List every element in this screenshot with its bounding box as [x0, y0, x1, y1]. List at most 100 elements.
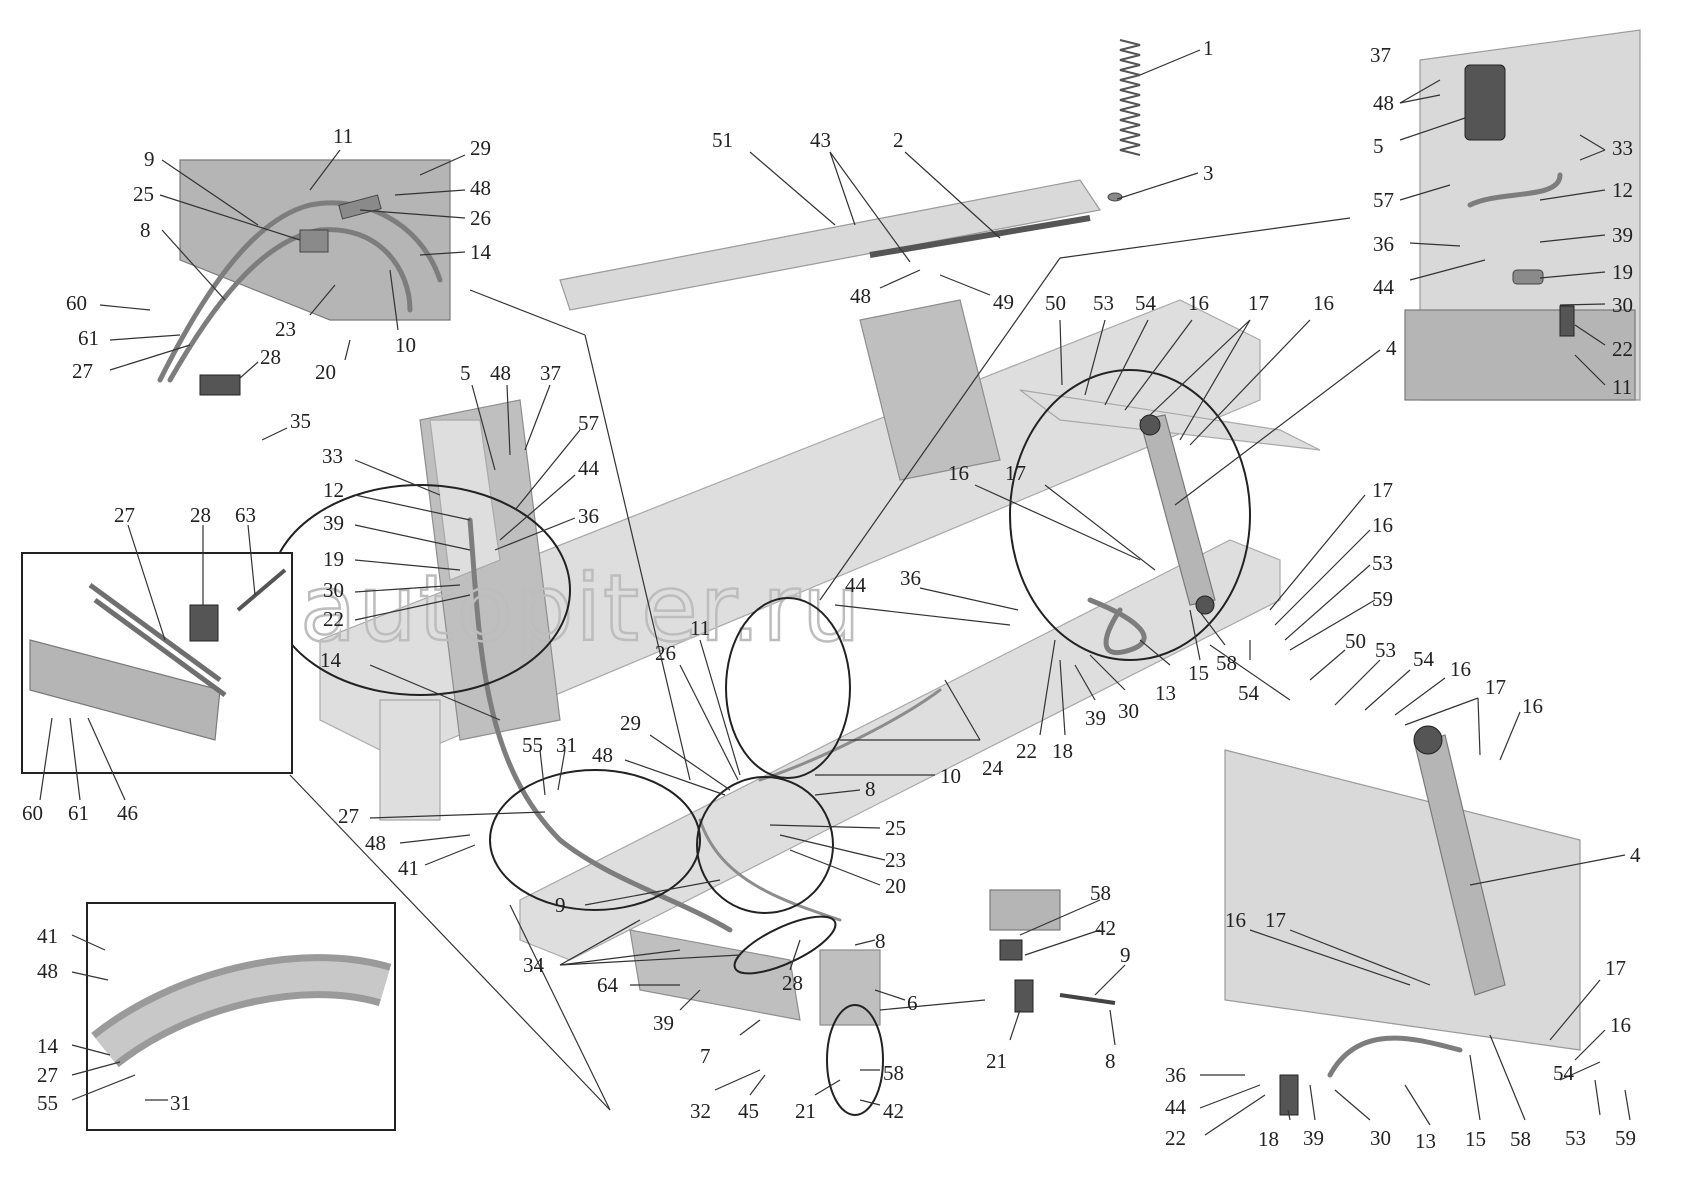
main-hoses: [467, 517, 1147, 933]
inset-rail-top-right: [1404, 309, 1636, 401]
callout-63: 63: [235, 503, 256, 527]
callout-61: 61: [68, 801, 89, 825]
callout-8: 8: [1105, 1049, 1116, 1073]
hydraulic-hose-return: [698, 818, 842, 922]
callout-14: 14: [37, 1034, 59, 1058]
inset-hose-a: [157, 200, 443, 383]
callout-17: 17: [1248, 291, 1269, 315]
hinge-bracket: [429, 419, 501, 581]
callout-43: 43: [810, 128, 831, 152]
callout-64: 64: [597, 973, 619, 997]
callout-12: 12: [323, 478, 344, 502]
callout-46: 46: [117, 801, 138, 825]
callout-23: 23: [275, 317, 296, 341]
callout-6: 6: [907, 991, 918, 1015]
zoom-callouts: [269, 217, 1351, 1116]
callout-16: 16: [1610, 1013, 1631, 1037]
zoom-ring-cylinder: [1009, 369, 1251, 661]
callout-5: 5: [460, 361, 471, 385]
callout-45: 45: [738, 1099, 759, 1123]
callout-17: 17: [1265, 908, 1286, 932]
inset-bracket-19: [1512, 269, 1544, 285]
callout-21: 21: [795, 1099, 816, 1123]
callout-15: 15: [1465, 1127, 1486, 1151]
callout-53: 53: [1565, 1126, 1586, 1150]
callout-60: 60: [66, 291, 87, 315]
frame-cross-member-rear: [859, 299, 1001, 481]
zoom-ring-fittings: [826, 1004, 884, 1116]
callout-16: 16: [1188, 291, 1209, 315]
callout-35: 35: [290, 409, 311, 433]
callout-57: 57: [578, 411, 599, 435]
callout-13: 13: [1415, 1129, 1436, 1153]
inset-top-left: [157, 159, 451, 396]
callout-1: 1: [1203, 36, 1214, 60]
callout-48: 48: [490, 361, 511, 385]
fitting-block: [989, 889, 1061, 931]
callout-19: 19: [323, 547, 344, 571]
top-bar: [559, 179, 1102, 311]
inset-left-rail: [29, 639, 221, 741]
callout-16: 16: [1225, 908, 1246, 932]
link-line: [469, 289, 586, 336]
callout-60: 60: [22, 801, 43, 825]
callout-22: 22: [1165, 1126, 1186, 1150]
callout-26: 26: [655, 641, 676, 665]
callout-48: 48: [470, 176, 491, 200]
vehicle-frame: [319, 299, 1321, 1026]
fitting-nut-42: [999, 939, 1023, 961]
callout-31: 31: [170, 1091, 191, 1115]
callout-27: 27: [72, 359, 93, 383]
callout-16: 16: [1450, 657, 1471, 681]
cylinder-hose: [1087, 597, 1147, 656]
link-line: [819, 257, 1061, 601]
cylinder-eye-bottom: [1195, 595, 1215, 615]
inset-left-bolt-63: [236, 568, 287, 612]
callout-42: 42: [1095, 916, 1116, 940]
callout-61: 61: [78, 326, 99, 350]
callout-42: 42: [883, 1099, 904, 1123]
frame-side-rail-left: [319, 299, 1261, 761]
callout-17: 17: [1605, 956, 1626, 980]
inset-connector-22: [1559, 305, 1575, 337]
callout-9: 9: [144, 147, 155, 171]
callout-54: 54: [1553, 1061, 1575, 1085]
callout-36: 36: [1165, 1063, 1186, 1087]
callout-55: 55: [522, 733, 543, 757]
callout-27: 27: [338, 804, 359, 828]
link-line: [509, 904, 611, 1111]
callout-49: 49: [993, 290, 1014, 314]
callout-28: 28: [260, 345, 281, 369]
callout-58: 58: [883, 1061, 904, 1085]
hydraulic-tube: [758, 688, 942, 782]
callout-36: 36: [900, 566, 921, 590]
pump-bracket-plate: [629, 929, 801, 1021]
inset-left-clamp: [189, 604, 219, 642]
callout-48: 48: [365, 831, 386, 855]
callout-48: 48: [592, 743, 613, 767]
callout-58: 58: [1216, 651, 1237, 675]
callout-24: 24: [982, 756, 1004, 780]
callout-10: 10: [395, 333, 416, 357]
fitting-elbow-21: [1014, 979, 1034, 1013]
callout-36: 36: [1373, 232, 1394, 256]
callout-11: 11: [333, 124, 353, 148]
callout-27: 27: [114, 503, 135, 527]
callout-39: 39: [1085, 706, 1106, 730]
callout-16: 16: [1522, 694, 1543, 718]
callout-54: 54: [1135, 291, 1157, 315]
callout-28: 28: [782, 971, 803, 995]
callout-53: 53: [1375, 638, 1396, 662]
callout-30: 30: [1370, 1126, 1391, 1150]
callout-44: 44: [845, 573, 867, 597]
callout-39: 39: [1612, 223, 1633, 247]
callout-32: 32: [690, 1099, 711, 1123]
callout-34: 34: [523, 953, 545, 977]
link-line: [584, 334, 691, 781]
inset-hose-13: [1327, 1035, 1463, 1078]
link-line: [1059, 217, 1351, 259]
fitting-hose-end: [1059, 993, 1116, 1005]
link-line: [289, 774, 611, 1111]
callout-21: 21: [986, 1049, 1007, 1073]
inset-bottom-left-box: [86, 902, 396, 1131]
